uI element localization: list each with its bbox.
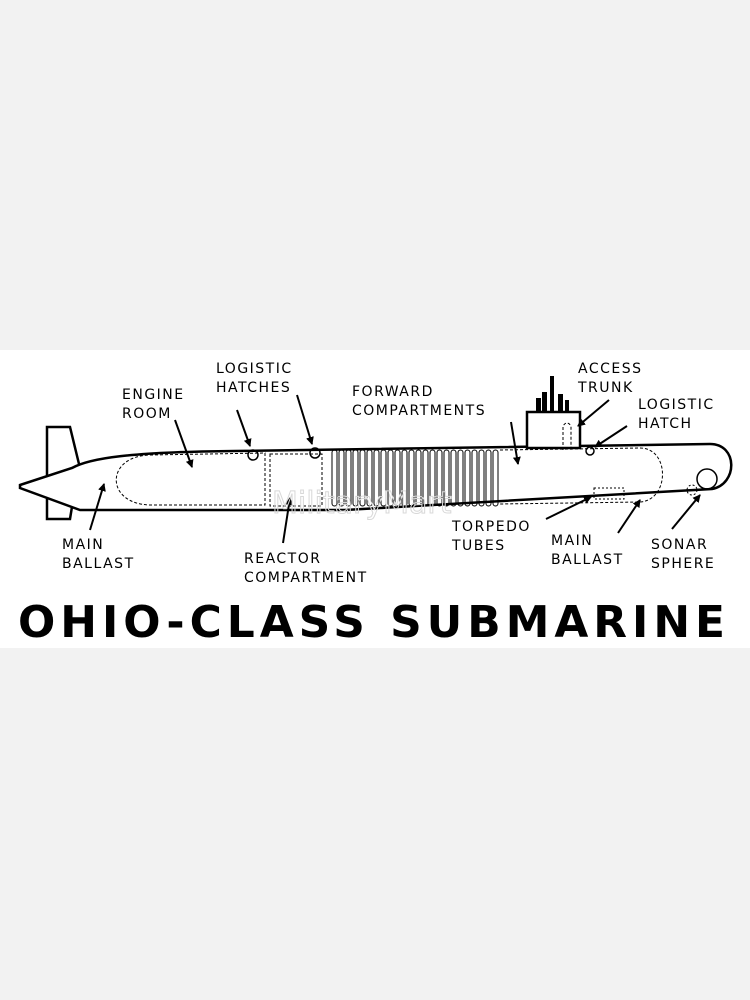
label-main-ballast-fwd: MAIN BALLAST [551,533,624,568]
label-engine-room: ENGINE ROOM [122,387,191,422]
label-logistic-hatch: LOGISTIC HATCH [638,397,721,432]
arrow-main-ballast-aft [89,483,106,531]
missile-tube [366,449,373,507]
diagram-panel: ENGINE ROOM LOGISTIC HATCHES FORWARD COM… [0,350,750,648]
label-reactor-compartment-line2: COMPARTMENT [244,570,368,586]
label-torpedo-tubes: TORPEDO TUBES [451,519,537,554]
label-forward-compartments-line2: COMPARTMENTS [352,403,486,419]
missile-tubes [331,449,499,507]
logistic-hatch-3 [585,446,595,456]
label-main-ballast-aft: MAIN BALLAST [62,537,135,572]
label-forward-compartments: FORWARD COMPARTMENTS [352,384,486,419]
hull-outline [18,442,733,512]
missile-tube [380,449,387,507]
label-logistic-hatches-line1: LOGISTIC [216,361,293,377]
arrow-main-ballast-fwd [617,499,641,534]
arrow-reactor-compartment [282,497,293,544]
torpedo-tubes [593,487,625,500]
missile-tube [450,449,457,507]
label-access-trunk: ACCESS TRUNK [577,361,648,396]
label-engine-room-line1: ENGINE [122,387,185,403]
label-main-ballast-aft-line2: BALLAST [62,556,135,572]
watermark: MilitaryMart [272,486,452,521]
label-logistic-hatch-line1: LOGISTIC [638,397,715,413]
missile-tube [443,449,450,507]
missile-tube [457,449,464,507]
label-reactor-compartment: REACTOR COMPARTMENT [244,551,368,586]
missile-tube [401,449,408,507]
page-title: OHIO-CLASS SUBMARINE [18,597,730,648]
logistic-hatch-1 [247,449,259,461]
missile-tube [387,449,394,507]
missile-tube [429,449,436,507]
missile-tube [485,449,492,507]
missile-tube [478,449,485,507]
missile-tube [422,449,429,507]
submarine-diagram: ENGINE ROOM LOGISTIC HATCHES FORWARD COM… [18,361,733,648]
label-torpedo-tubes-line1: TORPEDO [451,519,531,535]
missile-tube [345,449,352,507]
mast [550,376,554,413]
reactor-compartment-outline [269,453,323,507]
label-logistic-hatches: LOGISTIC HATCHES [216,361,299,396]
label-sonar-sphere-line1: SONAR [651,537,708,553]
label-logistic-hatch-line2: HATCH [638,416,693,432]
missile-tube [352,449,359,507]
label-forward-compartments-line1: FORWARD [352,384,434,400]
sail [525,410,582,450]
missile-tube [373,449,380,507]
label-torpedo-tubes-line2: TUBES [451,538,506,554]
missile-tube [359,449,366,507]
label-access-trunk-line1: ACCESS [578,361,643,377]
label-reactor-compartment-line1: REACTOR [244,551,321,567]
label-main-ballast-fwd-line1: MAIN [551,533,593,549]
arrow-logistic-hatches-2 [296,394,314,445]
missile-tube [331,449,338,507]
sonar-sphere [696,468,718,490]
logistic-hatch-2 [309,447,321,459]
missile-tube [408,449,415,507]
arrow-logistic-hatch [594,425,628,448]
arrow-forward-compartments [510,421,521,465]
label-main-ballast-aft-line1: MAIN [62,537,104,553]
arrow-logistic-hatches-1 [236,409,252,447]
missile-tube [415,449,422,507]
missile-tube [492,449,499,507]
label-access-trunk-line2: TRUNK [577,380,634,396]
arrow-sonar-sphere [671,494,701,530]
callout-arrows [89,394,701,544]
missile-tube [464,449,471,507]
missile-tube [436,449,443,507]
missile-tube [338,449,345,507]
arrow-access-trunk [577,399,610,427]
label-logistic-hatches-line2: HATCHES [216,380,291,396]
missile-tube [471,449,478,507]
missile-tube [394,449,401,507]
label-engine-room-line2: ROOM [122,406,172,422]
label-sonar-sphere-line2: SPHERE [651,556,715,572]
label-main-ballast-fwd-line2: BALLAST [551,552,624,568]
arrow-engine-room [174,419,194,468]
submarine-hull-group [18,376,733,521]
arrow-torpedo-tubes [545,496,592,520]
label-sonar-sphere: SONAR SPHERE [651,537,715,572]
engine-room-outline [115,452,266,506]
